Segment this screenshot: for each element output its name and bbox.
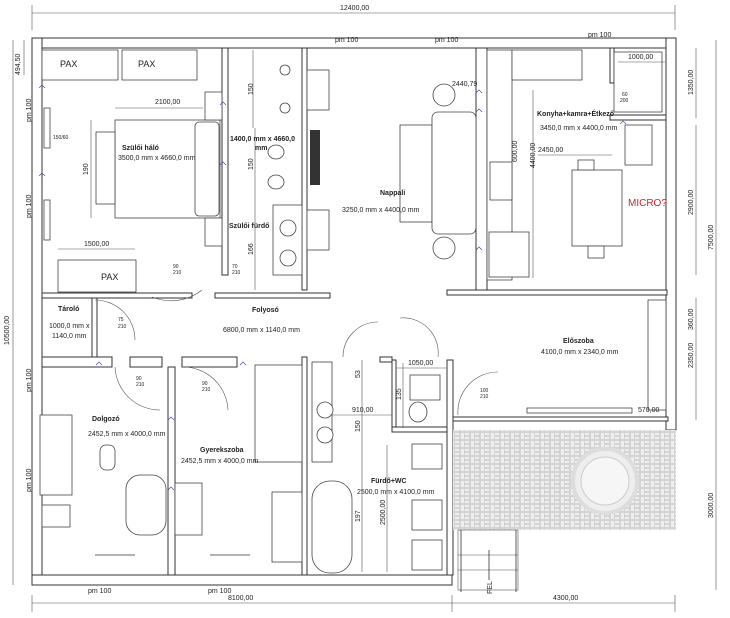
door-label-h: 210 [202, 387, 211, 393]
window-label-top-2: pm 100 [435, 37, 458, 44]
dim-right-1: 1350,00 [688, 70, 695, 95]
dim-left-offset: 494,50 [15, 53, 22, 75]
room-name-living: Nappali [380, 190, 405, 197]
dim-sofa-circle: 2440,79 [452, 81, 477, 88]
room-size-bath: 2500,0 mm x 4100,0 mm [357, 489, 435, 496]
dim-total-width: 12400,00 [340, 5, 369, 12]
room-size-master-bedroom: 3500,0 mm x 4660,0 mm [118, 155, 196, 162]
dim-right-5: 2350,00 [688, 343, 695, 368]
room-name-storage: Tároló [58, 306, 79, 313]
dim-kitchen-len: 4400,00 [530, 143, 537, 168]
outlet-icons [38, 84, 627, 491]
room-name-master-bedroom: Szülői háló [122, 145, 159, 152]
wardrobe-label-1: PAX [60, 59, 77, 69]
wardrobe-label-2: PAX [138, 59, 155, 69]
window-size-label: 150/60 [53, 135, 69, 141]
window-label-left-2: pm 100 [26, 195, 33, 218]
door-label-w: 60 [622, 92, 628, 98]
dim-right-4: 360,00 [688, 308, 695, 330]
door-label-w: 90 [173, 264, 179, 270]
window-label-left-3: pm 100 [26, 369, 33, 392]
door-label-w: 75 [118, 317, 124, 323]
dim-bath-a: 150 [248, 83, 255, 95]
door-label-h: 210 [480, 394, 489, 400]
wardrobe-3 [57, 259, 137, 293]
window-label-left-1: pm 100 [26, 99, 33, 122]
dim-wc-width: 1050,00 [408, 360, 433, 367]
room-name-study: Dolgozó [92, 416, 120, 423]
dim-bed-length: 190 [83, 163, 90, 175]
dim-right-6: 3000,00 [708, 493, 715, 518]
room-size-kitchen: 3450,0 mm x 4400,0 mm [540, 125, 618, 132]
window-label-bottom-1: pm 100 [88, 588, 111, 595]
door-label-h: 210 [136, 382, 145, 388]
room-size-hall: 4100,0 mm x 2340,0 mm [541, 349, 619, 356]
stair-direction: FEL [487, 581, 494, 594]
room-name-master-bath: Szülői fürdő [229, 223, 269, 230]
door-label-h: 210 [118, 324, 127, 330]
dim-total-height: 10500,00 [4, 316, 11, 345]
room-size-kids: 2452,5 mm x 4000,0 mm [181, 458, 259, 465]
walls [31, 37, 677, 586]
wardrobe-2 [121, 49, 198, 81]
door-label-h: 210 [232, 270, 241, 276]
dim-bath2-c: 197 [355, 510, 362, 522]
window-label-top-1: pm 100 [335, 37, 358, 44]
door-swings [94, 289, 499, 416]
door-label-h: 210 [173, 270, 182, 276]
micro-note: MICRO? [628, 198, 667, 209]
room-size-master-bath-2: mm [255, 145, 267, 152]
room-name-kitchen: Konyha+kamra+Étkező [537, 109, 614, 118]
dim-bed-width: 2100,00 [155, 99, 180, 106]
terrace [453, 430, 676, 592]
dim-right-2: 2900,00 [688, 190, 695, 215]
dim-pantry-width: 1000,00 [628, 54, 653, 61]
door-label-h: 200 [620, 98, 629, 104]
room-size-storage-1: 1000,0 mm x [49, 323, 90, 330]
room-size-living: 3250,0 mm x 4400,0 mm [342, 207, 420, 214]
dim-wardrobe: 1500,00 [84, 241, 109, 248]
window-label-left-4: pm 100 [26, 469, 33, 492]
dim-bottom-right: 4300,00 [553, 595, 578, 602]
dim-right-3: 7500,00 [708, 225, 715, 250]
dim-bath-b: 150 [248, 158, 255, 170]
wardrobe-label-3: PAX [101, 272, 118, 282]
dim-bottom-left: 8100,00 [228, 595, 253, 602]
door-label-w: 90 [202, 381, 208, 387]
dim-bath2-len: 2500,00 [380, 500, 387, 525]
room-size-storage-2: 1140,0 mm [52, 333, 87, 340]
dim-kitchen-depth: 600,00 [512, 140, 519, 162]
window-label-top-3: pm 100 [588, 32, 611, 39]
room-size-study: 2452,5 mm x 4000,0 mm [88, 431, 166, 438]
room-name-bath: Fürdő+WC [371, 478, 407, 485]
room-size-corridor: 6800,0 mm x 1140,0 mm [223, 327, 300, 334]
door-labels: 90 210 70 210 75 210 90 210 90 210 100 2… [118, 92, 629, 400]
dim-bath2-b: 150 [355, 420, 362, 432]
dim-kitchen-width: 2450,00 [538, 147, 563, 154]
dim-hall-width: 570,00 [638, 407, 660, 414]
room-name-kids: Gyerekszoba [200, 447, 244, 454]
dimension-lines [12, 5, 717, 612]
wardrobe-1 [41, 49, 119, 81]
room-size-master-bath: 1400,0 mm x 4660,0 [230, 136, 295, 143]
door-label-w: 100 [480, 388, 489, 394]
door-label-w: 70 [232, 264, 238, 270]
door-label-w: 90 [136, 376, 142, 382]
dim-wc-height: 135 [396, 388, 403, 400]
dim-bath2-a: 53 [355, 370, 362, 378]
dim-bath2-width: 910,00 [352, 407, 374, 414]
room-name-hall: Előszoba [563, 338, 594, 345]
window-label-bottom-2: pm 100 [208, 588, 231, 595]
furniture: MICRO? [39, 49, 667, 574]
dim-bath-c: 166 [248, 243, 255, 255]
room-name-corridor: Folyosó [252, 307, 279, 314]
